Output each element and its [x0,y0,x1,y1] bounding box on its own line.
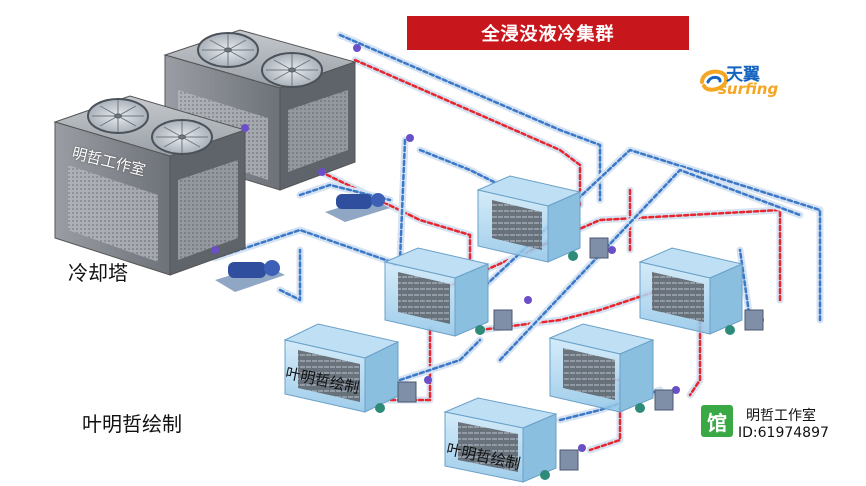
heat-exchanger-icon [397,381,417,403]
valve-icon [672,386,680,394]
valve-icon [318,168,326,176]
fan-icon [87,98,149,134]
heat-exchanger-icon [559,449,579,471]
page-title: 全浸没液冷集群 [407,16,689,50]
cooling-tower-label: 冷却塔 [68,261,128,285]
surfing-swirl-icon [700,69,729,92]
tank-icon [443,397,558,483]
heat-exchanger-icon [744,309,764,331]
valve-icon [578,444,586,452]
heat-exchangers [397,237,764,471]
studio-stamp-icon: 馆 [701,405,733,437]
logo-text-en: surfing [718,80,779,98]
heat-exchanger-icon [654,389,674,411]
tank-icon [548,323,655,413]
fan-icon [197,32,259,68]
valve-icon [353,44,361,52]
fan-icon [261,52,323,88]
valve-icon [424,376,432,384]
valve-icon [524,296,532,304]
valve-icon [241,124,249,132]
tank-icon [476,175,582,263]
tank-icon [638,247,744,335]
logo-text-cn: 天翼 [726,65,760,85]
surfing-logo: 天翼 surfing [694,58,790,102]
valve-icon [608,246,616,254]
tank-icon [383,247,490,337]
studio-id: ID:61974897 [738,425,829,441]
heat-exchanger-icon [589,237,609,259]
small-pumps [375,251,735,480]
studio-name: 明哲工作室 [746,408,816,424]
valve-icon [406,134,414,142]
author-credit: 叶明哲绘制 [82,412,182,436]
heat-exchanger-icon [493,309,513,331]
cooling-tower-front [53,95,247,276]
pump-icon [215,260,285,292]
tank-icon [283,323,400,413]
fan-icon [151,119,213,155]
pump-icon [325,193,390,222]
valve-icon [211,246,219,254]
